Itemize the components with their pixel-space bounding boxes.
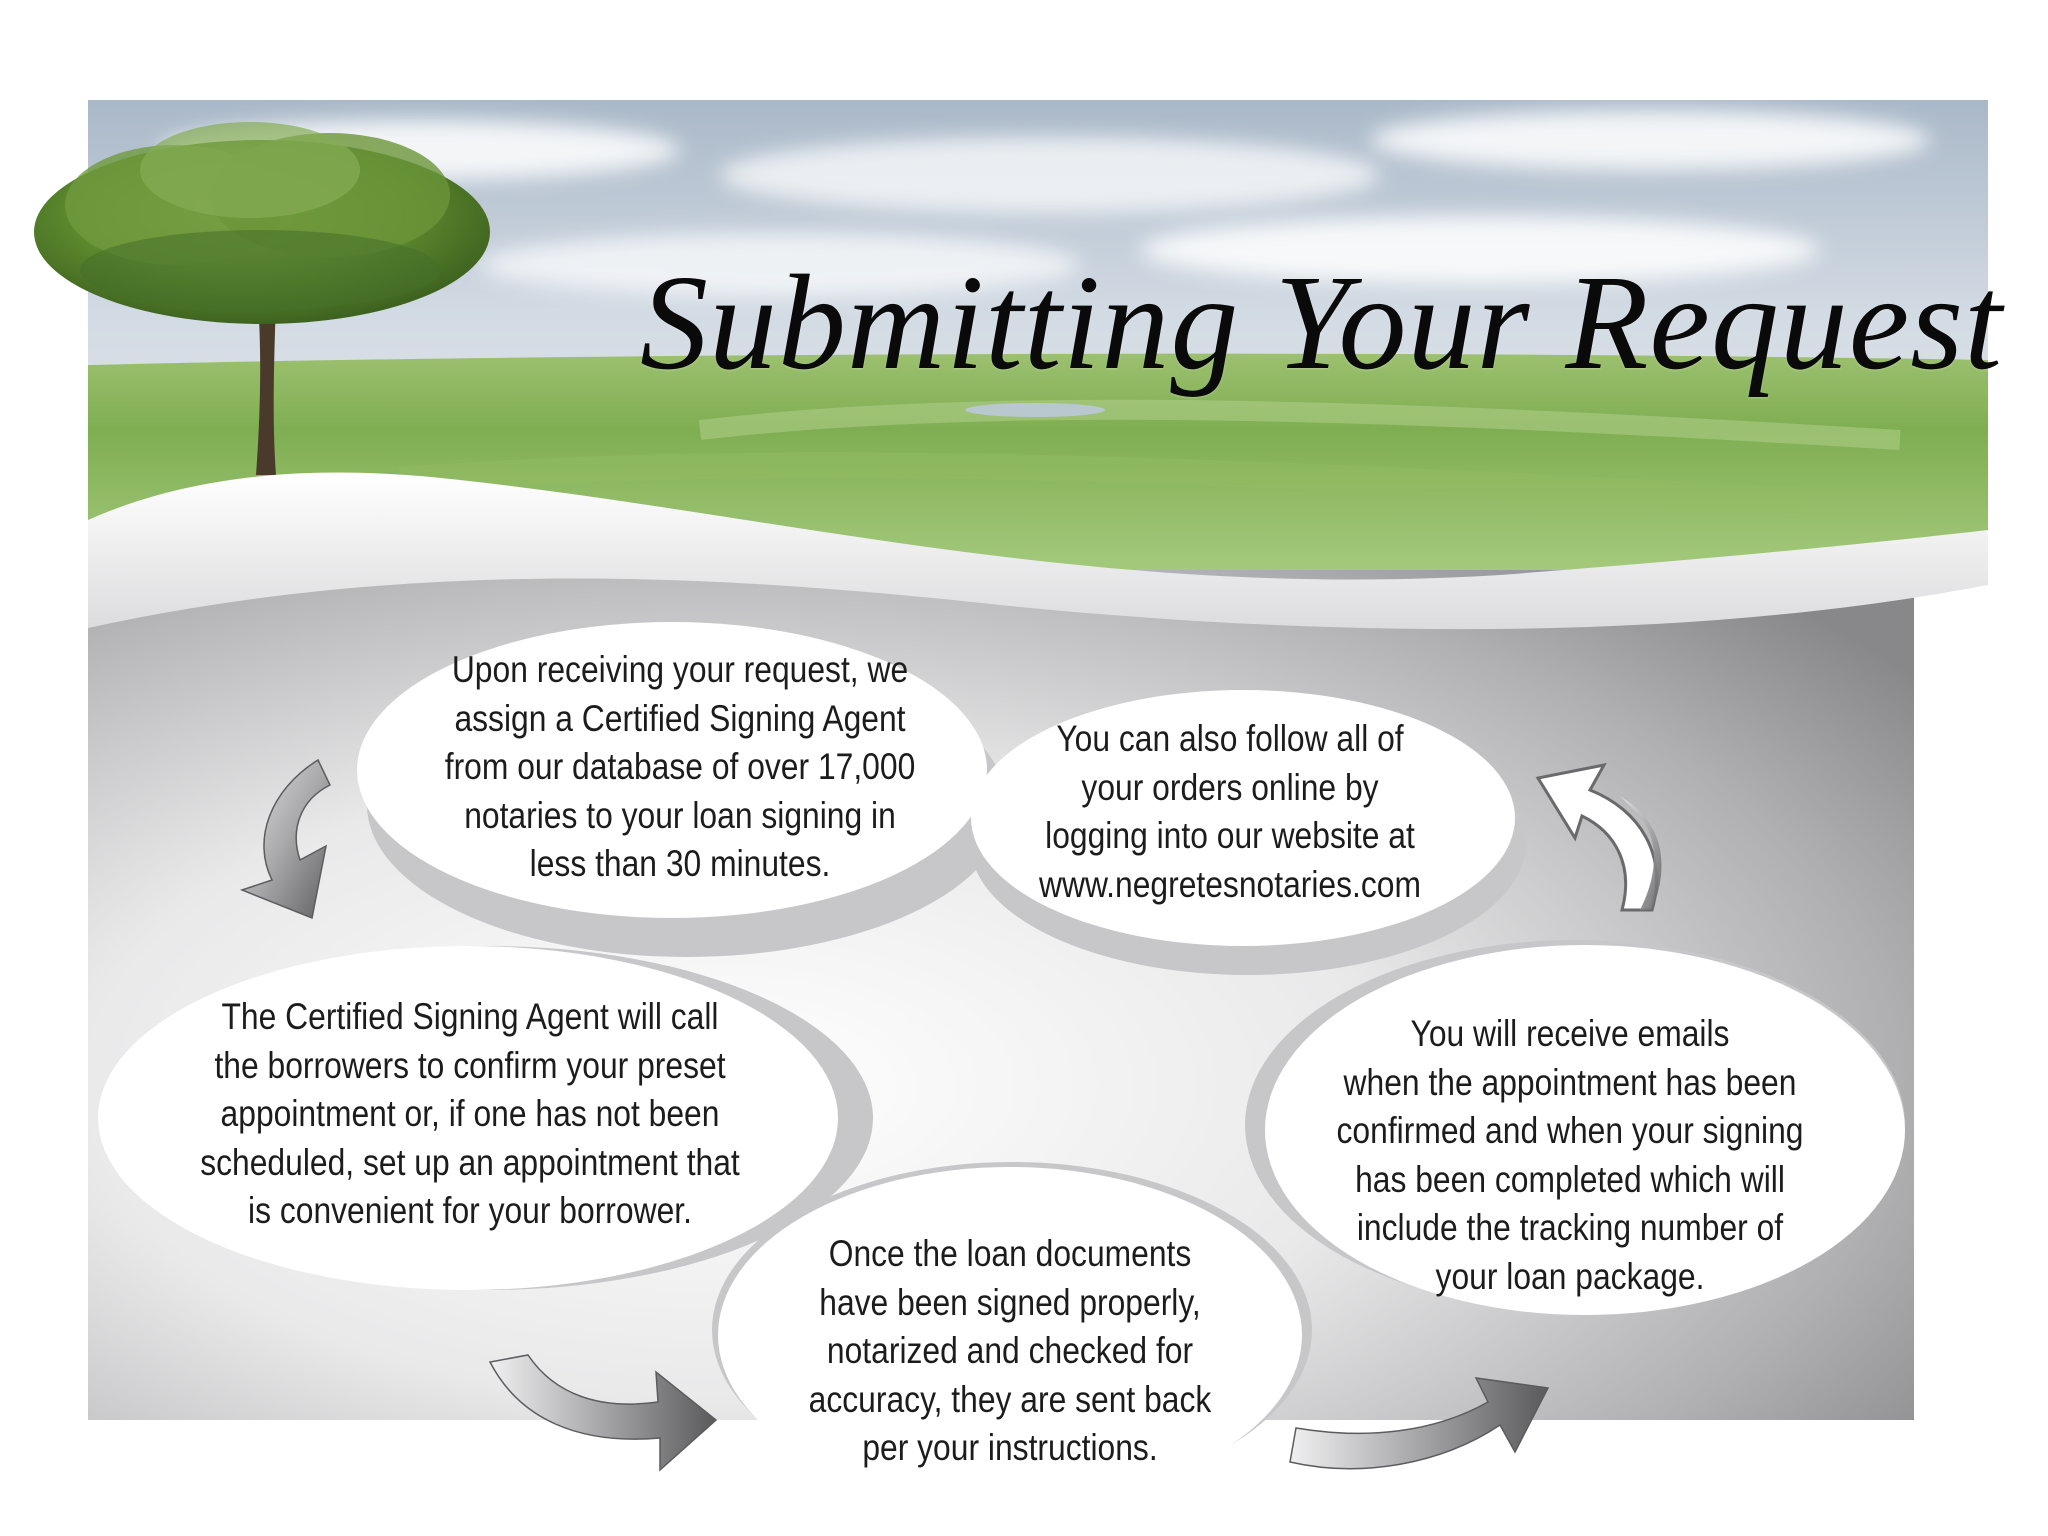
curved-arrow-icon xyxy=(239,758,331,920)
curved-arrow-icon xyxy=(488,1354,718,1472)
text-line: accuracy, they are sent back xyxy=(808,1378,1212,1420)
text-line: You will receive emails xyxy=(1410,1013,1730,1054)
curved-arrow-icon xyxy=(1620,796,1662,910)
step-text-receive-emails: You will receive emails when the appoint… xyxy=(1286,1010,1854,1301)
website-url: www.negretesnotaries.com xyxy=(1038,863,1422,905)
text-line: your loan package. xyxy=(1435,1255,1705,1297)
wave-divider xyxy=(88,472,1988,630)
text-line: You can also follow all of xyxy=(1056,718,1404,759)
text-line: when the appointment has been xyxy=(1343,1061,1797,1103)
text-line: have been signed properly, xyxy=(819,1281,1201,1323)
step-text-assign-agent: Upon receiving your request, we assign a… xyxy=(405,646,955,889)
text-line: logging into our website at xyxy=(1045,815,1415,856)
text-line: from our database of over 17,000 xyxy=(444,746,916,787)
flow-arrows xyxy=(239,758,1662,1472)
text-line: appointment or, if one has not been xyxy=(220,1093,720,1134)
step-text-agent-calls: The Certified Signing Agent will call th… xyxy=(186,993,754,1236)
text-line: your orders online by xyxy=(1081,766,1379,808)
text-line: per your instructions. xyxy=(862,1427,1158,1468)
text-line: less than 30 minutes. xyxy=(529,843,831,884)
text-line: Upon receiving your request, we xyxy=(451,649,909,690)
bubble-follow-online xyxy=(971,690,1515,946)
text-line: the borrowers to confirm your preset xyxy=(214,1044,726,1086)
text-line: The Certified Signing Agent will call xyxy=(221,996,719,1037)
curved-arrow-icon xyxy=(1535,762,1658,912)
step-text-documents-returned: Once the loan documents have been signed… xyxy=(743,1230,1276,1473)
bubble-documents-returned xyxy=(718,1167,1302,1503)
text-line: scheduled, set up an appointment that xyxy=(200,1141,740,1183)
bubble-agent-calls xyxy=(98,946,838,1290)
text-line: notaries to your loan signing in xyxy=(464,794,896,836)
text-line: has been completed which will xyxy=(1355,1158,1785,1200)
page-title: Submitting Your Request xyxy=(640,248,2003,398)
text-line: Once the loan documents xyxy=(828,1233,1192,1274)
step-text-follow-online: You can also follow all of your orders o… xyxy=(963,715,1496,909)
text-line: include the tracking number of xyxy=(1356,1207,1784,1248)
tree-image xyxy=(34,122,490,475)
curved-arrow-icon xyxy=(1289,1377,1550,1470)
text-line: is convenient for your borrower. xyxy=(248,1190,692,1231)
text-line: notarized and checked for xyxy=(826,1330,1194,1371)
bubble-receive-emails xyxy=(1265,945,1905,1315)
bubble-assign-agent xyxy=(357,622,987,918)
text-line: assign a Certified Signing Agent xyxy=(454,697,906,739)
text-line: confirmed and when your signing xyxy=(1336,1110,1804,1151)
step-bubbles xyxy=(98,622,1905,1503)
